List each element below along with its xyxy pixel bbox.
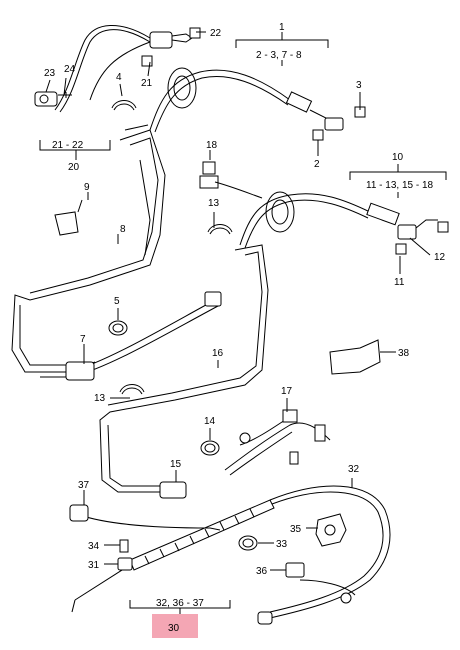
label-23: 23 xyxy=(44,68,56,79)
label-37: 37 xyxy=(78,480,90,491)
clamp-33 xyxy=(238,535,258,551)
bracket-38 xyxy=(329,339,381,375)
label-10: 10 xyxy=(392,152,404,163)
label-10-sub: 11 - 13, 15 - 18 xyxy=(366,180,434,191)
label-11: 11 xyxy=(394,277,405,288)
clip-13-lower xyxy=(119,384,145,395)
grommet-10 xyxy=(265,191,295,233)
label-36: 36 xyxy=(256,566,268,577)
bolt-18 xyxy=(199,161,263,199)
cable-duct-8 xyxy=(11,124,166,373)
label-17: 17 xyxy=(281,386,293,397)
label-14: 14 xyxy=(204,416,216,427)
label-8: 8 xyxy=(120,224,126,235)
label-33: 33 xyxy=(276,539,288,550)
label-15: 15 xyxy=(170,459,182,470)
battery-cable-group-20 xyxy=(34,25,201,113)
highlight-box-30 xyxy=(152,614,198,638)
clip-31 xyxy=(117,557,133,571)
label-12: 12 xyxy=(434,252,446,263)
cable-duct-16 xyxy=(99,244,269,493)
cable-set-30 xyxy=(69,485,391,625)
bolt-34 xyxy=(119,539,129,553)
label-16: 16 xyxy=(212,348,224,359)
label-2: 2 xyxy=(314,159,320,170)
label-38: 38 xyxy=(398,348,410,359)
leader-lines xyxy=(45,31,431,571)
label-20: 20 xyxy=(68,162,80,173)
label-30-sub: 32, 36 - 37 xyxy=(156,598,204,609)
battery-cable-10 xyxy=(239,193,449,255)
label-9: 9 xyxy=(84,182,90,193)
label-34: 34 xyxy=(88,541,100,552)
label-7: 7 xyxy=(80,334,86,345)
clip-4 xyxy=(111,100,137,111)
clamp-5 xyxy=(108,320,128,336)
label-32: 32 xyxy=(348,464,360,475)
holder-35 xyxy=(315,513,347,547)
label-4: 4 xyxy=(116,72,122,83)
label-31: 31 xyxy=(88,560,100,571)
label-35: 35 xyxy=(290,524,302,535)
label-13-upper: 13 xyxy=(208,198,220,209)
bracket-9 xyxy=(54,211,79,236)
clamp-14 xyxy=(200,440,220,456)
label-3: 3 xyxy=(356,80,362,91)
label-1-sub: 2 - 3, 7 - 8 xyxy=(256,50,302,61)
cable-harness-17 xyxy=(224,409,331,476)
cable-run-7 xyxy=(40,291,222,381)
label-21: 21 xyxy=(141,78,153,89)
clip-15 xyxy=(159,481,187,499)
label-30: 30 xyxy=(168,623,180,634)
label-20-sub: 21 - 22 xyxy=(52,140,84,151)
label-22: 22 xyxy=(210,28,222,39)
label-1: 1 xyxy=(279,22,285,33)
group-brackets xyxy=(39,32,447,614)
label-13-lower: 13 xyxy=(94,393,106,404)
battery-cable-1 xyxy=(149,69,366,141)
clip-13-upper xyxy=(207,224,233,235)
label-18: 18 xyxy=(206,140,218,151)
label-5: 5 xyxy=(114,296,120,307)
label-24: 24 xyxy=(64,64,76,75)
clip-36 xyxy=(285,562,305,578)
part-labels: 1 2 - 3, 7 - 8 22 23 24 21 4 3 2 21 - 22… xyxy=(44,22,446,634)
